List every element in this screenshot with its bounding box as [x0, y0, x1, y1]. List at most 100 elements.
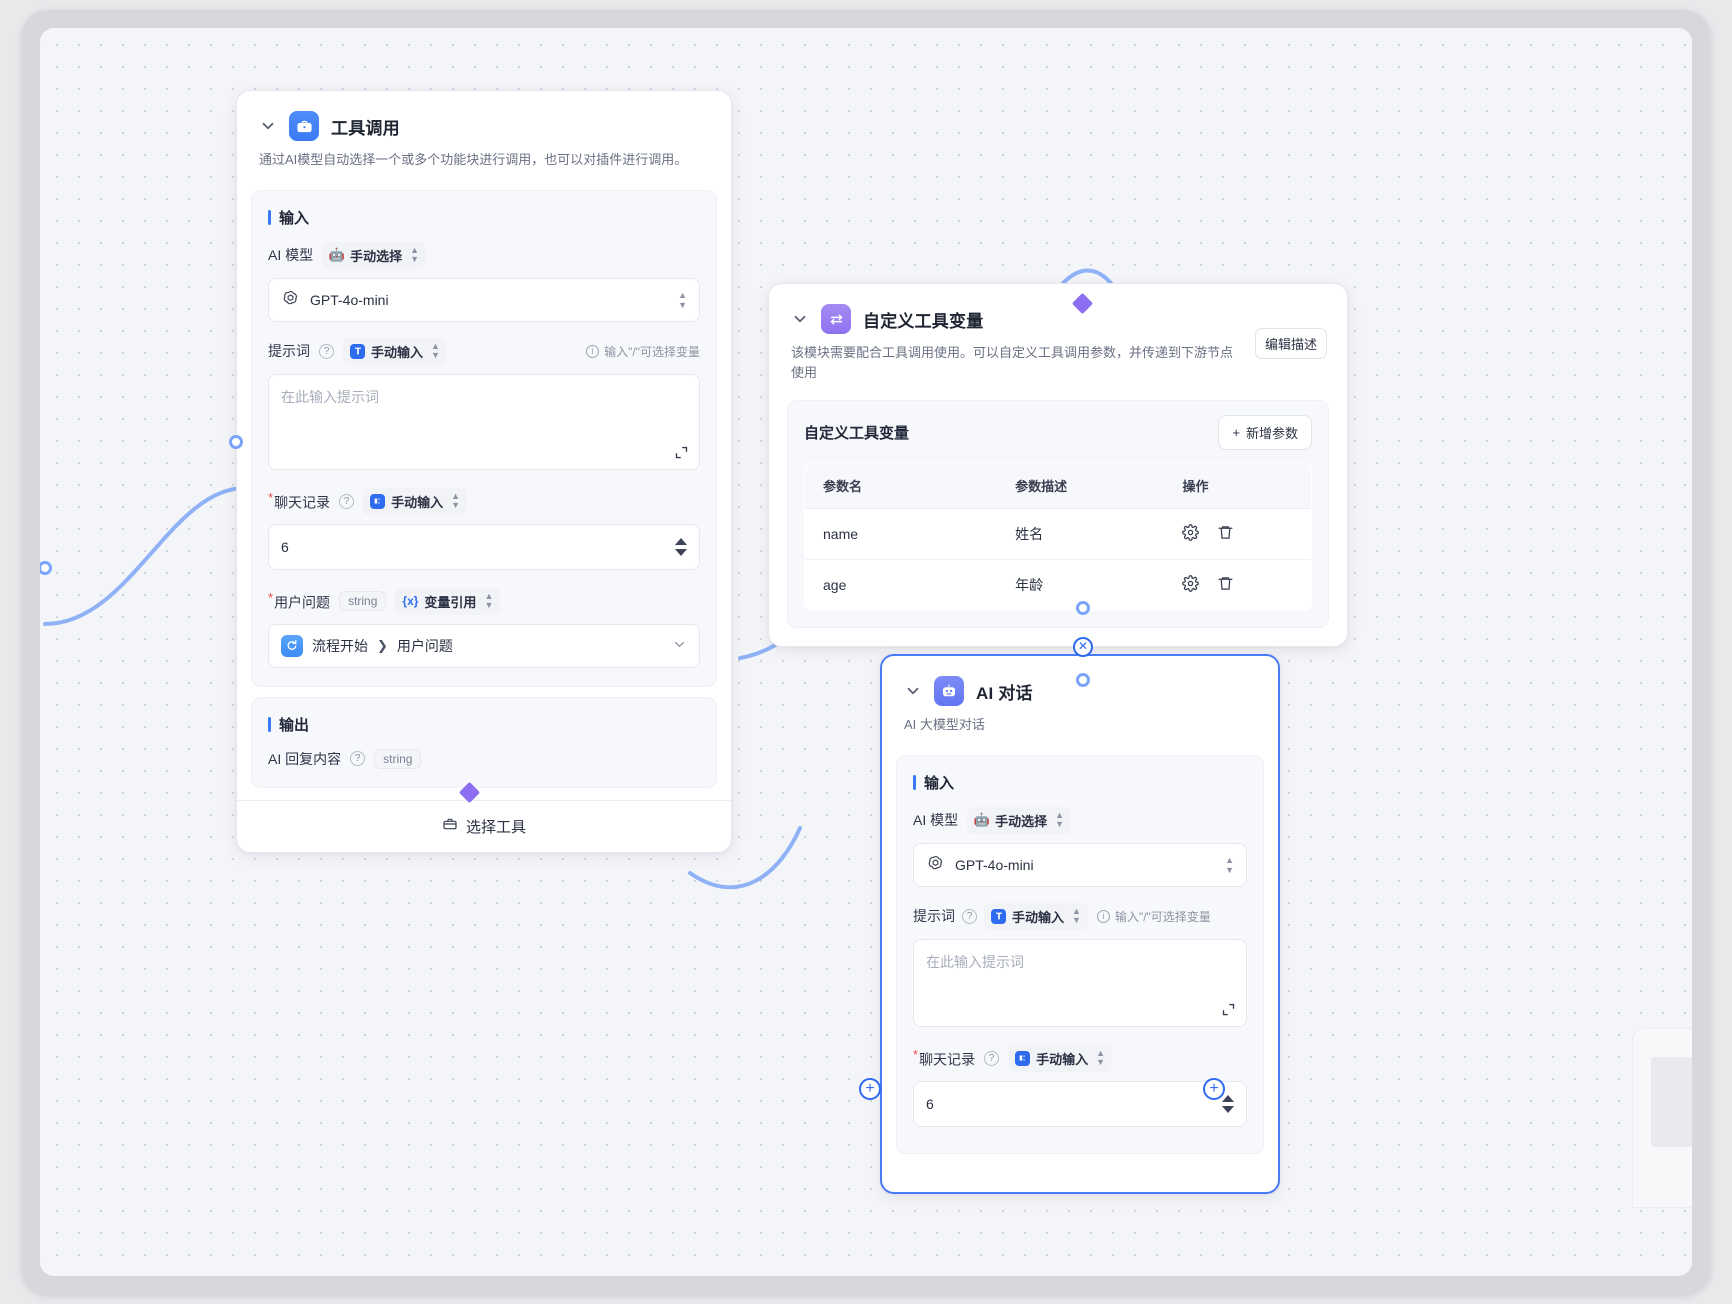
gear-icon[interactable]: [1182, 524, 1200, 544]
ai-model-select[interactable]: GPT-4o-mini ▲▼: [913, 842, 1247, 887]
chevron-updown-icon: ▲▼: [410, 245, 420, 264]
chat-history-field-row: *聊天记录 ? 手动输入 ▲▼: [268, 487, 700, 515]
chat-history-value: 6: [926, 1095, 934, 1112]
variable-icon: [821, 304, 851, 334]
node-title: AI 对话: [976, 683, 1033, 703]
required-asterisk: *: [913, 1046, 919, 1062]
stepper-up-icon[interactable]: [1222, 1094, 1234, 1102]
chevron-updown-icon: ▲▼: [484, 591, 494, 610]
select-tool-button[interactable]: 选择工具: [237, 799, 731, 852]
chevron-updown-icon: ▲▼: [1096, 1048, 1105, 1067]
input-port-tool-call[interactable]: [229, 435, 243, 449]
input-section-title: 输入: [913, 772, 1247, 793]
prompt-textarea[interactable]: 在此输入提示词: [268, 373, 700, 470]
table-row[interactable]: name 姓名: [805, 508, 1311, 560]
ai-model-field-row: AI 模型 🤖 手动选择 ▲▼: [268, 241, 700, 269]
chevron-updown-icon: ▲▼: [1055, 810, 1065, 829]
ai-model-mode-select[interactable]: 🤖 手动选择 ▲▼: [967, 806, 1072, 834]
ai-model-mode-select[interactable]: 🤖 手动选择 ▲▼: [322, 241, 427, 269]
trash-icon[interactable]: [1217, 575, 1234, 595]
chevron-updown-icon[interactable]: ▲▼: [678, 289, 687, 310]
node-header: AI 对话 AI 大模型对话: [882, 656, 1278, 745]
prompt-placeholder: 在此输入提示词: [281, 388, 379, 405]
toolbox-icon: [289, 111, 319, 141]
info-icon: i: [586, 344, 600, 358]
select-tool-label: 选择工具: [465, 818, 526, 836]
help-icon[interactable]: ?: [319, 343, 334, 359]
chat-history-mode-select[interactable]: 手动输入 ▲▼: [363, 487, 467, 515]
user-question-mode-select[interactable]: {x} 变量引用 ▲▼: [395, 587, 501, 615]
ai-model-select[interactable]: GPT-4o-mini ▲▼: [268, 277, 700, 322]
stepper-arrows[interactable]: [1222, 1094, 1234, 1113]
chat-history-mode-label: 手动输入: [1036, 1051, 1089, 1067]
user-question-field-row: *用户问题 string {x} 变量引用 ▲▼: [268, 587, 700, 615]
chat-history-mode-select[interactable]: 手动输入 ▲▼: [1008, 1044, 1112, 1072]
required-asterisk: *: [268, 589, 274, 605]
param-actions-cell: [1164, 508, 1311, 560]
prompt-label: 提示词: [913, 908, 955, 924]
trash-icon[interactable]: [1217, 524, 1234, 544]
right-panel-sliver[interactable]: [1632, 1028, 1692, 1208]
add-parameter-button[interactable]: + 新增参数: [1218, 415, 1312, 450]
param-desc-cell: 姓名: [997, 508, 1165, 560]
help-icon[interactable]: ?: [984, 1050, 1000, 1066]
screen: 工具调用 通过AI模型自动选择一个或多个功能块进行调用，也可以对插件进行调用。 …: [40, 28, 1692, 1276]
prompt-mode-select[interactable]: 手动输入 ▲▼: [984, 902, 1088, 930]
user-question-type-chip: string: [339, 591, 387, 611]
node-ai-chat[interactable]: AI 对话 AI 大模型对话 输入 AI 模型 🤖 手动选择 ▲▼: [880, 654, 1280, 1194]
prompt-mode-label: 手动输入: [371, 344, 424, 360]
input-section: 输入 AI 模型 🤖 手动选择 ▲▼: [896, 754, 1264, 1154]
chat-history-number-input[interactable]: 6: [913, 1080, 1247, 1127]
prompt-mode-select[interactable]: 手动输入 ▲▼: [343, 337, 447, 365]
stepper-down-icon[interactable]: [1222, 1105, 1234, 1113]
chevron-down-icon[interactable]: [259, 117, 277, 135]
prompt-field-row: 提示词 ? 手动输入 ▲▼ i 输入"/"可选择变量: [268, 337, 700, 365]
panel-header: 自定义工具变量 + 新增参数: [804, 415, 1312, 450]
add-node-left-port[interactable]: +: [859, 1078, 881, 1100]
col-actions: 操作: [1164, 463, 1311, 509]
table-row[interactable]: age 年龄: [805, 560, 1311, 611]
stepper-down-icon[interactable]: [675, 548, 687, 556]
edge-delete-icon[interactable]: ✕: [1073, 637, 1093, 657]
node-title: 自定义工具变量: [863, 311, 984, 331]
input-port-ai-chat[interactable]: [1076, 673, 1090, 687]
help-icon[interactable]: ?: [962, 908, 977, 924]
stepper-up-icon[interactable]: [675, 537, 687, 545]
chevron-down-icon[interactable]: [791, 310, 809, 328]
node-tool-call[interactable]: 工具调用 通过AI模型自动选择一个或多个功能块进行调用，也可以对插件进行调用。 …: [236, 90, 732, 853]
chevron-updown-icon[interactable]: ▲▼: [1225, 854, 1234, 875]
chevron-down-icon[interactable]: [672, 637, 687, 655]
expand-icon[interactable]: [674, 445, 689, 460]
node-custom-tool-variable[interactable]: 自定义工具变量 该模块需要配合工具调用使用。可以自定义工具调用参数，并传递到下游…: [768, 283, 1348, 647]
chevron-updown-icon: ▲▼: [1072, 906, 1081, 925]
chevron-down-icon[interactable]: [904, 682, 922, 700]
user-question-mode-label: 变量引用: [424, 594, 477, 610]
output-port-custom-tool-var[interactable]: [1076, 601, 1090, 615]
parameters-table: 参数名 参数描述 操作 name 姓名: [804, 462, 1312, 611]
add-parameter-label: 新增参数: [1245, 426, 1298, 441]
help-icon[interactable]: ?: [350, 751, 366, 766]
prompt-hint-text: 输入"/"可选择变量: [604, 344, 700, 359]
user-question-variable-ref[interactable]: 流程开始 ❯ 用户问题: [268, 623, 700, 668]
ai-model-mode-label: 手动选择: [995, 813, 1048, 829]
text-input-mini-icon: [350, 343, 365, 359]
prompt-label: 提示词: [268, 343, 310, 359]
stepper-arrows[interactable]: [675, 537, 687, 556]
node-description: AI 大模型对话: [904, 717, 985, 732]
chat-history-number-input[interactable]: 6: [268, 523, 700, 570]
custom-tool-variable-panel: 自定义工具变量 + 新增参数 参数名 参数描述 操作: [787, 400, 1329, 628]
gear-icon[interactable]: [1182, 575, 1200, 595]
node-description: 该模块需要配合工具调用使用。可以自定义工具调用参数，并传递到下游节点使用: [791, 345, 1234, 380]
add-node-right-port[interactable]: +: [1203, 1078, 1225, 1100]
prompt-mode-label: 手动输入: [1012, 909, 1065, 925]
output-field-row: AI 回复内容 ? string: [268, 748, 700, 769]
breadcrumb-separator-icon: ❯: [377, 637, 388, 653]
ai-model-label: AI 模型: [268, 247, 314, 263]
prompt-textarea[interactable]: 在此输入提示词: [913, 938, 1247, 1027]
chat-history-value: 6: [281, 538, 289, 555]
expand-icon[interactable]: [1221, 1002, 1236, 1017]
robot-icon: [934, 676, 964, 706]
help-icon[interactable]: ?: [339, 493, 355, 509]
param-name-cell: age: [823, 577, 847, 593]
edit-description-button[interactable]: 编辑描述: [1254, 328, 1327, 359]
